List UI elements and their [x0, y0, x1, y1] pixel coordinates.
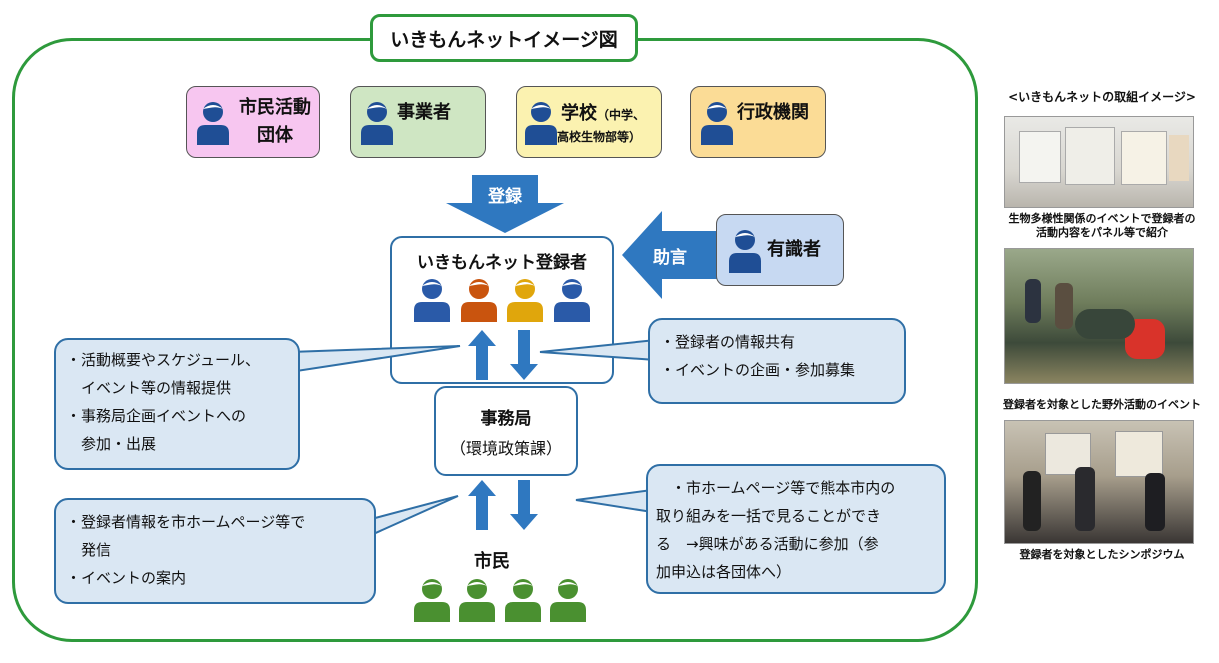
callout-line: ・イベントの案内	[66, 569, 187, 587]
registrants-people	[412, 276, 592, 322]
org-schools: 学校（中学、 高校生物部等）	[516, 86, 662, 158]
callout-line: ・登録者情報を市ホームページ等で	[66, 513, 306, 531]
org-label: 市民活動	[239, 97, 311, 118]
registration-arrow	[446, 175, 564, 233]
person-icon	[414, 279, 450, 322]
callout-line: る →興味がある活動に参加（参	[656, 535, 879, 553]
sidebar-heading: <いきもんネットの取組イメージ>	[1008, 90, 1196, 104]
caption-line: 登録者を対象としたシンポジウム	[1019, 548, 1185, 561]
callout-line: ・登録者の情報共有	[660, 333, 796, 351]
exchange-arrows-bottom	[468, 480, 538, 530]
office-box: 事務局 （環境政策課）	[434, 386, 578, 476]
office-label: 事務局	[480, 409, 532, 429]
photo-field-event	[1004, 248, 1194, 384]
citizens-people	[412, 576, 588, 622]
org-businesses: 事業者	[350, 86, 486, 158]
callout-line: ・イベントの企画・参加募集	[660, 361, 856, 379]
org-note: （中学、	[597, 107, 646, 122]
advice-arrow	[622, 211, 718, 299]
advice-arrow-label: 助言	[653, 248, 687, 268]
person-icon	[504, 579, 541, 622]
callout-line: 加申込は各団体へ）	[656, 563, 792, 581]
person-icon	[414, 579, 450, 622]
callout-line: イベント等の情報提供	[66, 379, 232, 397]
person-icon	[359, 99, 395, 145]
person-icon	[460, 279, 497, 322]
org-label: 事業者	[397, 102, 451, 123]
callout-line: ・市ホームページ等で熊本市内の	[656, 479, 896, 497]
photo-caption: 登録者を対象とした野外活動のイベント	[990, 398, 1214, 412]
person-icon	[459, 579, 496, 622]
caption-line: 生物多様性関係のイベントで登録者の	[1008, 212, 1196, 225]
expert-box: 有識者	[716, 214, 844, 286]
person-icon	[195, 99, 231, 145]
callout-line: 発信	[66, 541, 112, 559]
person-icon	[549, 579, 586, 622]
photo-caption: 登録者を対象としたシンポジウム	[990, 548, 1214, 562]
person-icon	[727, 227, 763, 273]
person-icon	[553, 279, 590, 322]
callout-line: 参加・出展	[66, 435, 157, 453]
photo-symposium	[1004, 420, 1194, 544]
org-label: 団体	[257, 125, 293, 146]
callout-info-sharing: ・登録者の情報共有 ・イベントの企画・参加募集	[648, 318, 906, 404]
citizens-label: 市民	[474, 551, 510, 572]
person-icon	[699, 99, 735, 145]
org-label: 行政機関	[737, 102, 809, 123]
callout-line: ・活動概要やスケジュール、	[66, 351, 260, 369]
org-citizen-groups: 市民活動 団体	[186, 86, 320, 158]
expert-label: 有識者	[767, 239, 821, 260]
registrants-label: いきもんネット登録者	[417, 253, 587, 273]
caption-line: 登録者を対象とした野外活動のイベント	[1003, 398, 1201, 411]
person-icon	[507, 279, 544, 322]
callout-publishing: ・登録者情報を市ホームページ等で 発信 ・イベントの案内	[54, 498, 376, 604]
person-icon	[523, 99, 559, 145]
office-department: （環境政策課）	[449, 439, 562, 458]
diagram-title: いきもんネットイメージ図	[370, 14, 638, 62]
photo-caption: 生物多様性関係のイベントで登録者の 活動内容をパネル等で紹介	[990, 212, 1214, 240]
callout-info-provision: ・活動概要やスケジュール、 イベント等の情報提供 ・事務局企画イベントへの 参加…	[54, 338, 300, 470]
org-government: 行政機関	[690, 86, 826, 158]
org-note: 高校生物部等）	[557, 129, 642, 144]
caption-line: 活動内容をパネル等で紹介	[1036, 226, 1168, 239]
registration-arrow-label: 登録	[488, 187, 522, 207]
photo-panel-exhibit	[1004, 116, 1194, 208]
callout-line: ・事務局企画イベントへの	[66, 407, 247, 425]
callout-citizen-benefit: ・市ホームページ等で熊本市内の 取り組みを一括で見ることができ る →興味がある…	[646, 464, 946, 594]
exchange-arrows-top	[468, 330, 538, 380]
callout-line: 取り組みを一括で見ることができ	[656, 507, 882, 525]
org-label: 学校	[561, 102, 597, 124]
